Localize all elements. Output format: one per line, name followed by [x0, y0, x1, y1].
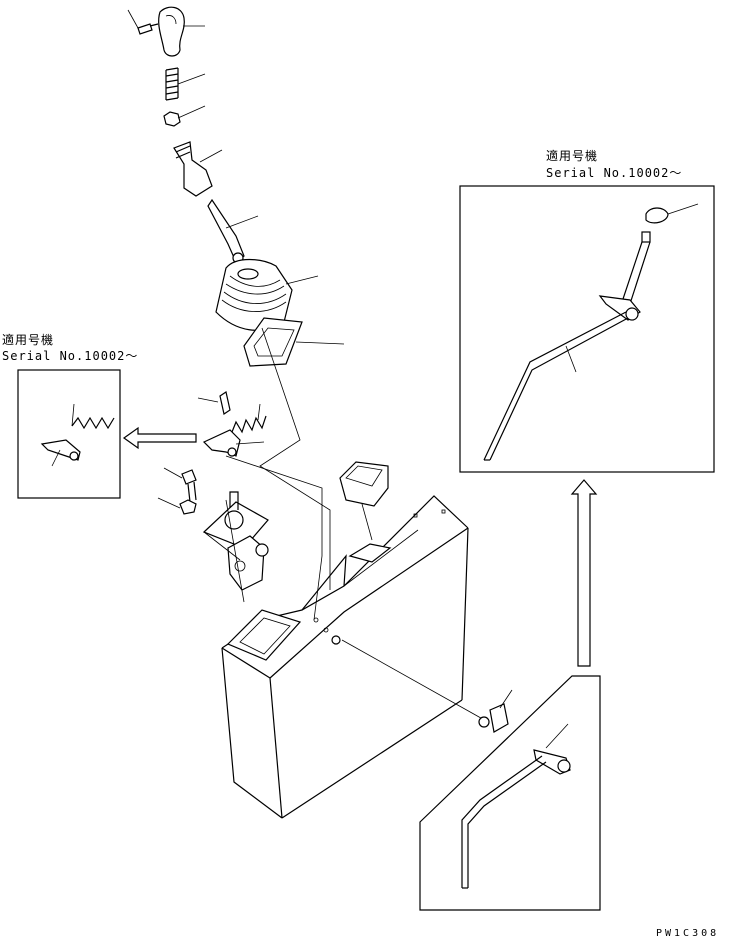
- lever-spring: [165, 67, 206, 101]
- knob-screw: [127, 9, 159, 35]
- reference-lines: [225, 327, 489, 723]
- note-right-heading: 適用号機: [546, 148, 598, 163]
- boot-plate: [243, 317, 345, 367]
- mounting-nut: [157, 497, 197, 515]
- alt-lever-rod: [483, 203, 699, 461]
- lever-upper-rod: [173, 141, 223, 197]
- note-left-serial: Serial No.10002～: [2, 349, 138, 363]
- alt-spring-lever: [40, 403, 115, 467]
- lever-lower-rod: [207, 198, 259, 264]
- switch-box: [339, 461, 389, 541]
- note-left-heading: 適用号機: [2, 332, 54, 347]
- drawing-code: PW1C308: [656, 928, 719, 939]
- detail-box-lower: [419, 675, 601, 911]
- mounting-bolt: [163, 467, 197, 503]
- lever-bracket: [202, 429, 265, 457]
- note-right-serial: Serial No.10002～: [546, 166, 682, 180]
- applicability-note-left: 適用号機 Serial No.10002～: [2, 332, 138, 363]
- applicability-note-right: 適用号機 Serial No.10002～: [546, 148, 682, 180]
- rubber-boot: [215, 258, 319, 331]
- lower-lever-rod: [461, 723, 571, 889]
- arrow-up-icon: [570, 479, 598, 667]
- console-box: [221, 495, 469, 819]
- lever-knob: [158, 6, 205, 57]
- spring-pin: [197, 391, 231, 415]
- detail-box-left: [17, 369, 121, 499]
- return-spring: [231, 403, 267, 434]
- lever-nut: [163, 105, 206, 127]
- stopper-parts: [478, 689, 513, 733]
- control-valve: [202, 491, 269, 591]
- arrow-left-icon: [122, 426, 197, 450]
- detail-box-right: [459, 185, 715, 473]
